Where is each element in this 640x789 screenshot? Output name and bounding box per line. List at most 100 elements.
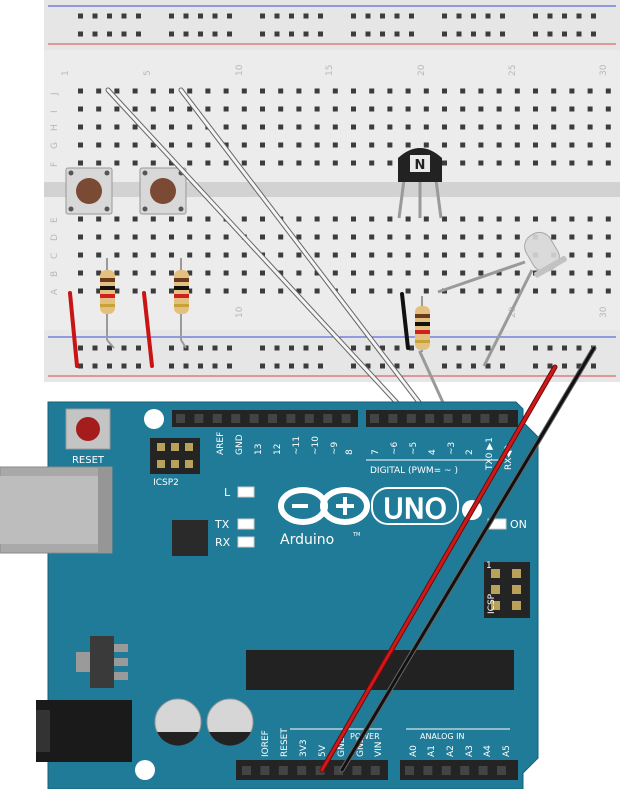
header-pin	[304, 414, 314, 423]
red-jumper-1	[68, 291, 79, 368]
breadboard-hole	[314, 216, 320, 222]
breadboard-hole	[387, 160, 393, 166]
breadboard-hole	[478, 160, 484, 166]
breadboard-hole	[551, 270, 557, 276]
breadboard-hole	[121, 345, 127, 351]
breadboard-hole	[187, 88, 193, 94]
breadboard-hole	[460, 234, 466, 240]
breadboard-hole	[478, 216, 484, 222]
breadboard-hole	[405, 142, 411, 148]
col-number-5: 5	[143, 70, 153, 76]
breadboard-hole	[496, 216, 502, 222]
header-pin	[460, 766, 470, 775]
breadboard-hole	[423, 88, 429, 94]
icsp-label: ICSP	[487, 593, 497, 614]
breadboard-hole	[547, 363, 553, 369]
breadboard-hole	[78, 142, 83, 148]
breadboard-hole	[121, 31, 127, 37]
breadboard-hole	[569, 288, 575, 294]
breadboard-hole	[314, 160, 320, 166]
breadboard-hole	[150, 160, 156, 166]
breadboard-hole	[150, 142, 156, 148]
breadboard-hole	[78, 88, 83, 94]
breadboard-hole	[533, 31, 538, 37]
breadboard-hole	[205, 142, 211, 148]
breadboard-hole	[187, 234, 193, 240]
breadboard-hole	[533, 142, 538, 148]
breadboard-hole	[365, 345, 371, 351]
breadboard-hole	[132, 160, 138, 166]
breadboard-hole	[409, 31, 414, 37]
breadboard-hole	[369, 88, 375, 94]
breadboard-hole	[114, 160, 120, 166]
mount-hole-3	[135, 760, 155, 780]
breadboard-hole	[460, 216, 466, 222]
breadboard-hole	[351, 106, 356, 112]
breadboard-hole	[587, 124, 593, 130]
breadboard-hole	[605, 216, 611, 222]
pin-label-5v: 5V	[318, 744, 328, 757]
breadboard-hole	[205, 216, 211, 222]
breadboard-hole	[332, 234, 338, 240]
led	[437, 231, 567, 367]
breadboard-hole	[514, 270, 520, 276]
breadboard-hole	[500, 13, 505, 19]
breadboard-hole	[205, 288, 211, 294]
breadboard-hole	[533, 288, 538, 294]
icsp-pin1-label: 1	[486, 561, 492, 571]
breadboard-hole	[150, 216, 156, 222]
breadboard-hole	[387, 252, 393, 258]
breadboard-hole	[241, 142, 247, 148]
breadboard-hole	[369, 142, 375, 148]
breadboard-hole	[380, 31, 385, 37]
reset-button[interactable]	[65, 408, 111, 450]
breadboard-hole	[274, 363, 280, 369]
breadboard-hole	[569, 270, 575, 276]
breadboard-hole	[533, 88, 538, 94]
white-wire-1-core	[106, 88, 413, 420]
mount-hole-1	[144, 409, 164, 429]
breadboard-hole	[114, 216, 120, 222]
breadboard-hole	[260, 288, 265, 294]
pin-label-6: ~6	[390, 441, 400, 455]
breadboard-hole	[605, 234, 611, 240]
pin-label-a1: A1	[427, 745, 437, 757]
led-rx	[237, 536, 255, 548]
breadboard-hole	[485, 13, 491, 19]
breadboard-hole	[198, 31, 203, 37]
breadboard-hole	[332, 270, 338, 276]
breadboard-hole	[569, 106, 575, 112]
red-power-wire-core	[320, 365, 557, 772]
breadboard-hole	[551, 106, 557, 112]
breadboard-hole	[223, 88, 229, 94]
breadboard-hole	[227, 31, 232, 37]
pin-label-a5: A5	[502, 745, 512, 757]
breadboard-hole	[198, 363, 203, 369]
pin-label-12: 12	[273, 444, 283, 455]
breadboard-hole	[387, 124, 393, 130]
breadboard-hole	[260, 88, 265, 94]
breadboard-hole	[351, 252, 356, 258]
breadboard-hole	[241, 124, 247, 130]
breadboard-hole	[274, 13, 280, 19]
breadboard-hole	[198, 13, 203, 19]
breadboard-hole	[296, 88, 302, 94]
breadboard-hole	[533, 363, 538, 369]
breadboard-hole	[442, 252, 447, 258]
breadboard-hole	[303, 31, 309, 37]
breadboard-hole	[332, 88, 338, 94]
breadboard-hole	[471, 363, 476, 369]
breadboard-hole	[562, 345, 567, 351]
breadboard-hole	[278, 106, 284, 112]
header-pin	[352, 766, 362, 775]
breadboard-hole	[132, 88, 138, 94]
transistor-label: N	[415, 158, 426, 173]
breadboard-hole	[314, 142, 320, 148]
breadboard-hole	[500, 363, 505, 369]
header-pin	[286, 414, 296, 423]
breadboard-hole	[485, 363, 491, 369]
breadboard-hole	[387, 142, 393, 148]
breadboard-hole	[78, 252, 83, 258]
header-pin	[341, 414, 351, 423]
pin-label-a4: A4	[483, 745, 493, 757]
